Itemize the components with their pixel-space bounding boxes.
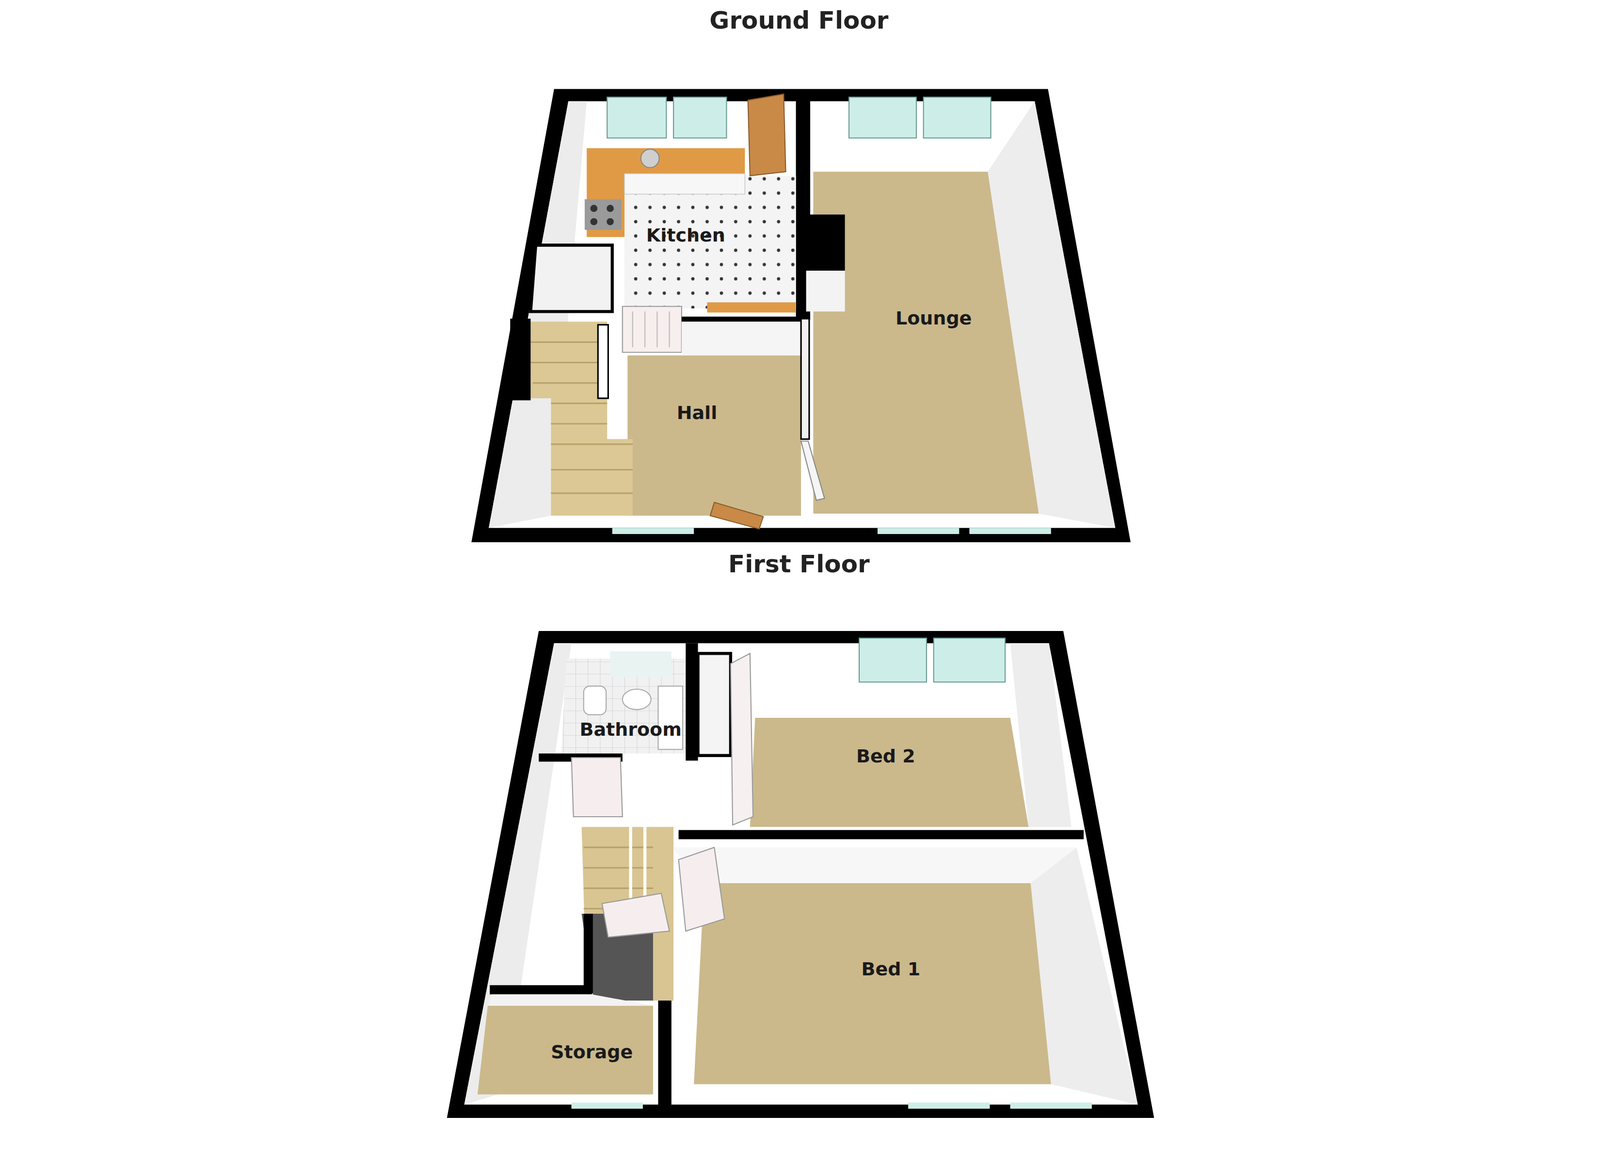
room-area: Bed 1 <box>856 956 926 983</box>
floor-heading: First Floor <box>728 550 870 578</box>
room-label: Kitchen <box>646 225 726 246</box>
room-area: Kitchen <box>641 222 731 249</box>
room-label: Bathroom <box>579 719 682 740</box>
room-area: Storage <box>545 1039 638 1066</box>
room-area: Bathroom <box>574 716 687 743</box>
room-area: Bed 2 <box>851 743 921 770</box>
floor-heading: Ground Floor <box>709 7 889 34</box>
room-label: Bed 2 <box>856 746 916 767</box>
room-area: Lounge <box>890 305 977 332</box>
room-label: Storage <box>550 1041 633 1063</box>
room-label: Bed 1 <box>861 959 921 980</box>
room-area: Hall <box>672 400 723 427</box>
room-label: Lounge <box>895 308 972 329</box>
room-label: Hall <box>676 402 718 424</box>
